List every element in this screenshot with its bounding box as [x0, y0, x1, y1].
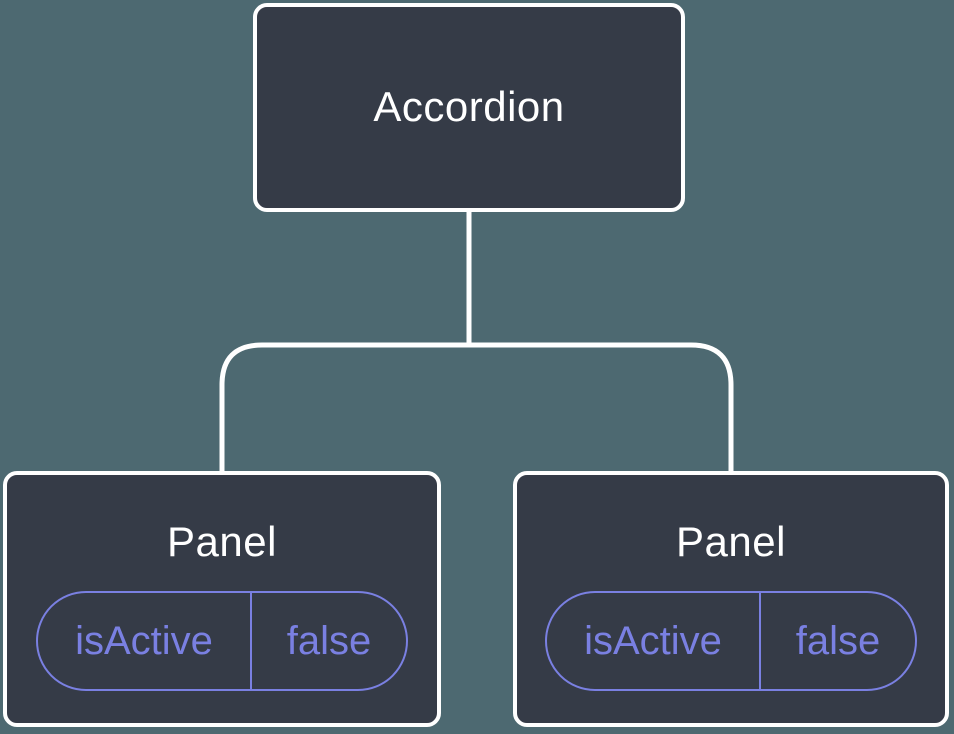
state-name: isActive — [584, 619, 722, 664]
node-accordion: Accordion — [253, 3, 685, 212]
state-name: isActive — [75, 619, 213, 664]
node-panel-2: Panel isActive false — [513, 471, 949, 727]
node-panel-1-label: Panel — [167, 518, 277, 565]
state-value: false — [250, 593, 406, 690]
node-panel-1-state-pill: isActive false — [36, 591, 408, 692]
node-panel-2-label: Panel — [676, 518, 786, 565]
node-panel-2-state-pill: isActive false — [545, 591, 917, 692]
state-value: false — [759, 593, 915, 690]
connector-branch — [219, 342, 734, 472]
node-accordion-label: Accordion — [373, 83, 565, 131]
node-panel-1: Panel isActive false — [3, 471, 441, 727]
